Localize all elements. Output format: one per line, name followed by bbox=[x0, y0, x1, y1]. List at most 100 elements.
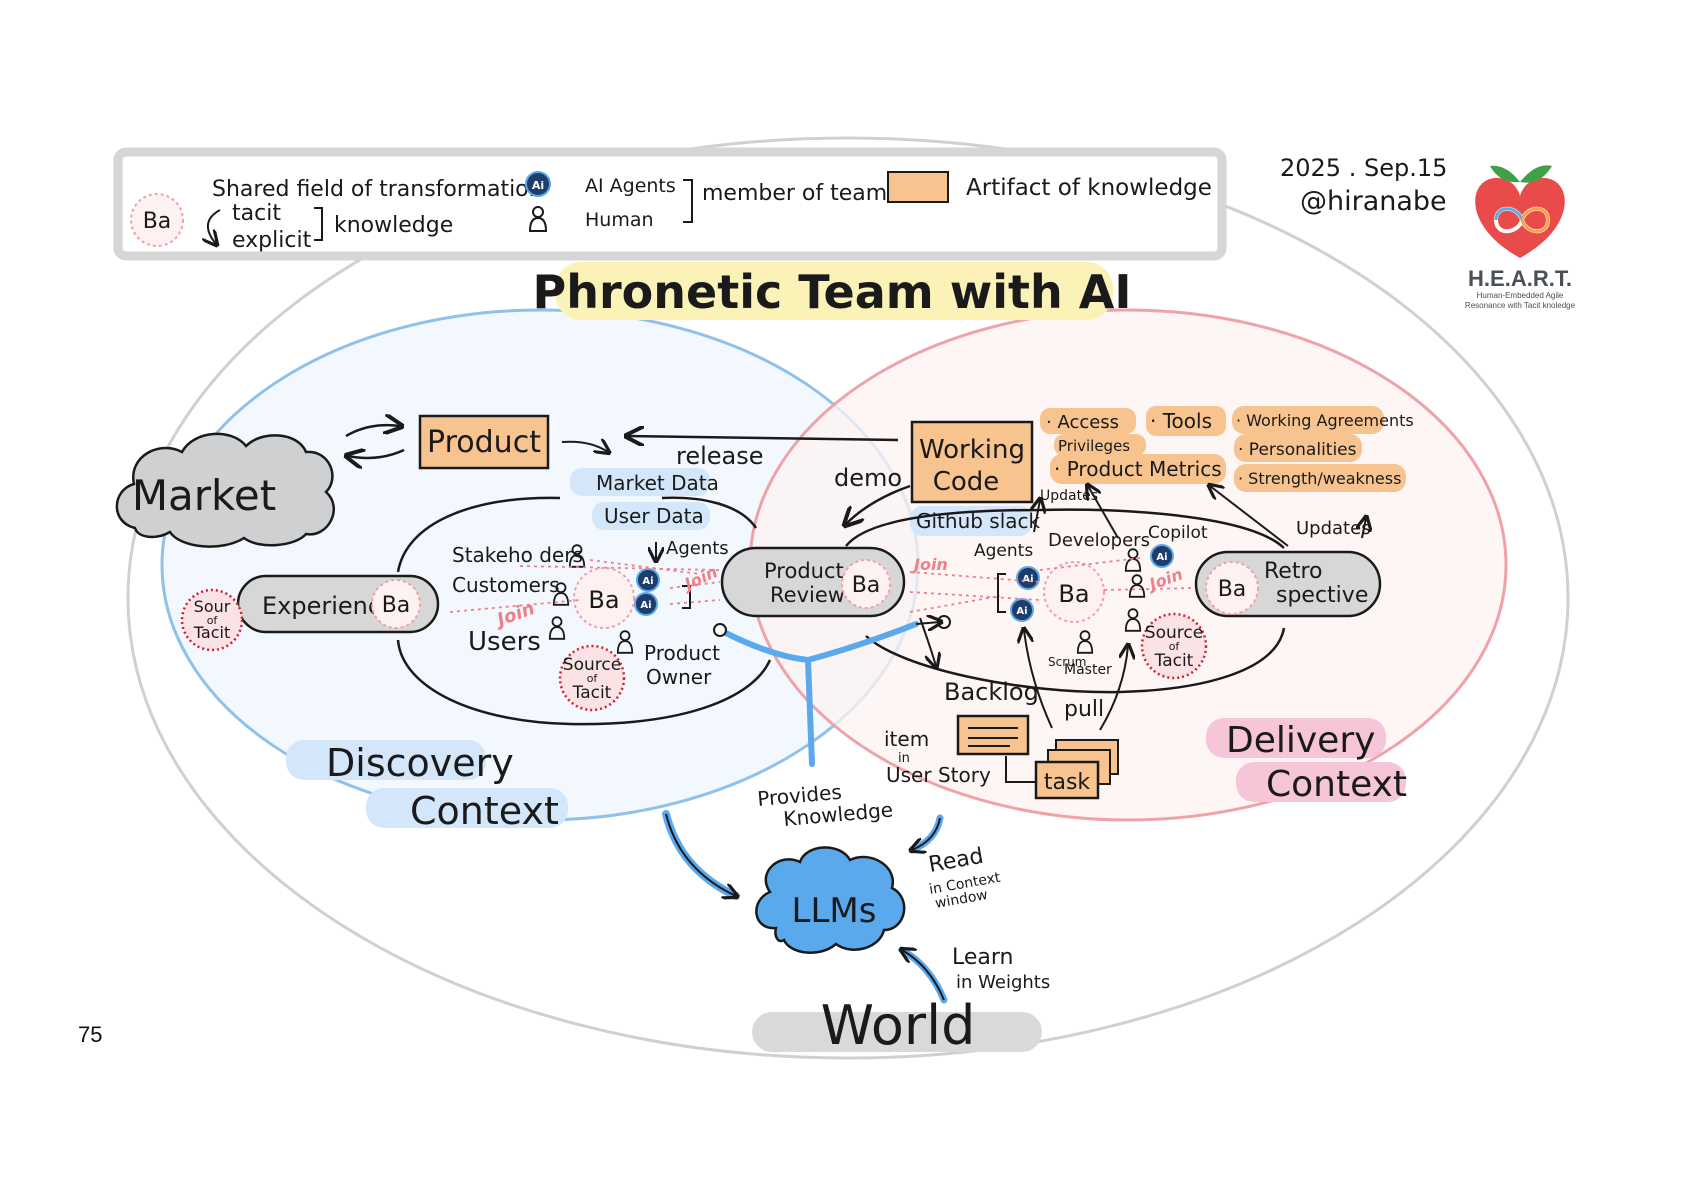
discovery-agents-label: Agents bbox=[666, 538, 729, 559]
legend-cycle-arrow bbox=[208, 209, 221, 244]
product-artifact bbox=[418, 414, 550, 470]
delivery-highlight-2 bbox=[1236, 762, 1406, 802]
legend-knowledge: knowledge bbox=[334, 213, 453, 238]
developers-updates-arrow bbox=[1088, 486, 1119, 539]
delivery-ai-icon-2-text: Ai bbox=[1016, 606, 1027, 617]
delivery-member-bracket bbox=[997, 573, 1006, 613]
tools-label: · Tools bbox=[1150, 409, 1212, 433]
discovery-context-label-1: Discovery bbox=[326, 741, 514, 785]
discovery-ba-text: Ba bbox=[588, 586, 619, 614]
product-review-ba-icon bbox=[841, 559, 891, 609]
market-data-label: Market Data bbox=[596, 471, 719, 495]
legend-human: Human bbox=[585, 209, 654, 231]
backlog-label: Backlog bbox=[944, 678, 1039, 706]
user-data-highlight bbox=[592, 502, 710, 530]
sour-label-2: of bbox=[207, 614, 219, 627]
delivery-context-label-1: Delivery bbox=[1226, 720, 1375, 761]
discovery-highlight-2 bbox=[366, 788, 568, 828]
delivery-agents-label: Agents bbox=[974, 541, 1033, 561]
world-ellipse bbox=[126, 136, 1570, 1060]
pull-arrow-left bbox=[1024, 630, 1053, 729]
delivery-ai-icon-1 bbox=[1016, 566, 1040, 590]
legend-tacit: tacit bbox=[232, 201, 281, 226]
backlog-item-artifact bbox=[956, 714, 1030, 756]
legend-artifact-swatch bbox=[887, 171, 949, 203]
market-data-highlight bbox=[570, 468, 710, 496]
delivery-team-boundary bbox=[845, 508, 1286, 694]
pull-label: pull bbox=[1064, 697, 1104, 722]
product-review-ba-text: Ba bbox=[852, 573, 881, 598]
product-review-label-1: Product bbox=[764, 559, 844, 583]
legend-artifact: Artifact of knowledge bbox=[966, 175, 1212, 201]
retro-ba-text: Ba bbox=[1218, 577, 1247, 602]
product-review-label-2: Review bbox=[770, 583, 845, 607]
pull-arrow-right bbox=[1099, 646, 1128, 731]
product-to-data-arrow bbox=[561, 442, 608, 452]
discovery-source-3: Tacit bbox=[572, 683, 612, 703]
updates-label-1: Updates bbox=[1040, 488, 1098, 504]
release-arrow bbox=[628, 436, 899, 440]
discovery-ai-icon-1-text: Ai bbox=[642, 576, 653, 587]
market-to-product-arrow bbox=[345, 425, 400, 438]
source-of-tacit-delivery bbox=[1140, 612, 1208, 680]
copilot-label: Copilot bbox=[1148, 523, 1208, 543]
review-join-label: Join bbox=[911, 555, 948, 574]
delivery-ai-icon-1-text: Ai bbox=[1022, 574, 1033, 585]
working-agreements-label: · Working Agreements bbox=[1236, 411, 1414, 430]
source-of-tacit-left bbox=[180, 588, 244, 652]
copilot-ai-icon-text: Ai bbox=[1156, 552, 1167, 563]
delivery-artifacts: · Access · Tools Privileges · Product Me… bbox=[1040, 406, 1414, 492]
customers-label: Customers bbox=[452, 573, 560, 597]
updates-label-2: Updates bbox=[1296, 518, 1371, 539]
market-cloud bbox=[115, 432, 335, 548]
scrum-master-label-2: Master bbox=[1064, 662, 1112, 678]
llms-label: LLMs bbox=[792, 891, 877, 931]
users-label: Users bbox=[468, 627, 541, 657]
story-to-task-line bbox=[1005, 756, 1036, 783]
legend-ba-text: Ba bbox=[143, 209, 172, 234]
copilot-ai-icon bbox=[1150, 544, 1174, 568]
github-up-arrow bbox=[1034, 500, 1040, 533]
source-of-tacit-discovery bbox=[558, 644, 626, 712]
sour-label-3: Tacit bbox=[193, 623, 230, 642]
backlog-item-lines bbox=[968, 727, 1018, 747]
page-number: 75 bbox=[78, 1022, 103, 1047]
release-label: release bbox=[676, 442, 764, 470]
discovery-ai-icon-2-text: Ai bbox=[640, 600, 651, 611]
heart-logo: H.E.A.R.T. Human-Embedded Agile Resonanc… bbox=[1465, 165, 1576, 310]
discovery-member-bracket bbox=[682, 585, 691, 609]
legend-shared-field: Shared field of transformation bbox=[212, 177, 543, 202]
logo-tagline-2: Resonance with Tacit knoledge bbox=[1465, 301, 1576, 310]
access-label: · Access bbox=[1046, 412, 1119, 433]
read-flow bbox=[908, 814, 944, 854]
learn-arrow bbox=[902, 950, 945, 1001]
delivery-source-2: of bbox=[1169, 640, 1181, 653]
date-label: 2025 . Sep.15 bbox=[1280, 154, 1447, 182]
legend-box: Ba Shared field of transformation tacit … bbox=[113, 147, 1227, 261]
discovery-to-llm-flow bbox=[662, 810, 740, 900]
delivery-context-label-2: Context bbox=[1266, 764, 1407, 805]
personalities-label: · Personalities bbox=[1238, 440, 1357, 460]
delivery-ba-icon bbox=[1043, 561, 1105, 623]
leaf-icon bbox=[1490, 165, 1552, 183]
infinity-left bbox=[1494, 207, 1524, 221]
discovery-source-2: of bbox=[587, 672, 599, 685]
learn-label-1: Learn bbox=[952, 945, 1014, 970]
retro-label-1: Retro bbox=[1264, 559, 1322, 584]
llms-cloud bbox=[755, 846, 906, 954]
learn-label-2: in Weights bbox=[956, 972, 1050, 993]
discovery-join-lines bbox=[449, 559, 721, 613]
delivery-ba-text: Ba bbox=[1058, 580, 1089, 608]
logo-name: H.E.A.R.T. bbox=[1468, 266, 1572, 291]
flow-node-left bbox=[713, 623, 727, 637]
product-metrics-label: · Product Metrics bbox=[1054, 457, 1222, 481]
flow-arrow-right bbox=[915, 622, 940, 624]
retro-ba-icon bbox=[1205, 561, 1259, 615]
infinity-right bbox=[1520, 207, 1550, 233]
scrum-master-label-1: Scrum bbox=[1048, 655, 1086, 669]
legend-ba-icon bbox=[130, 193, 184, 247]
product-owner-label-1: Product bbox=[644, 641, 720, 665]
experience-ba-text: Ba bbox=[382, 593, 411, 618]
working-code-label-2: Code bbox=[933, 467, 1000, 497]
